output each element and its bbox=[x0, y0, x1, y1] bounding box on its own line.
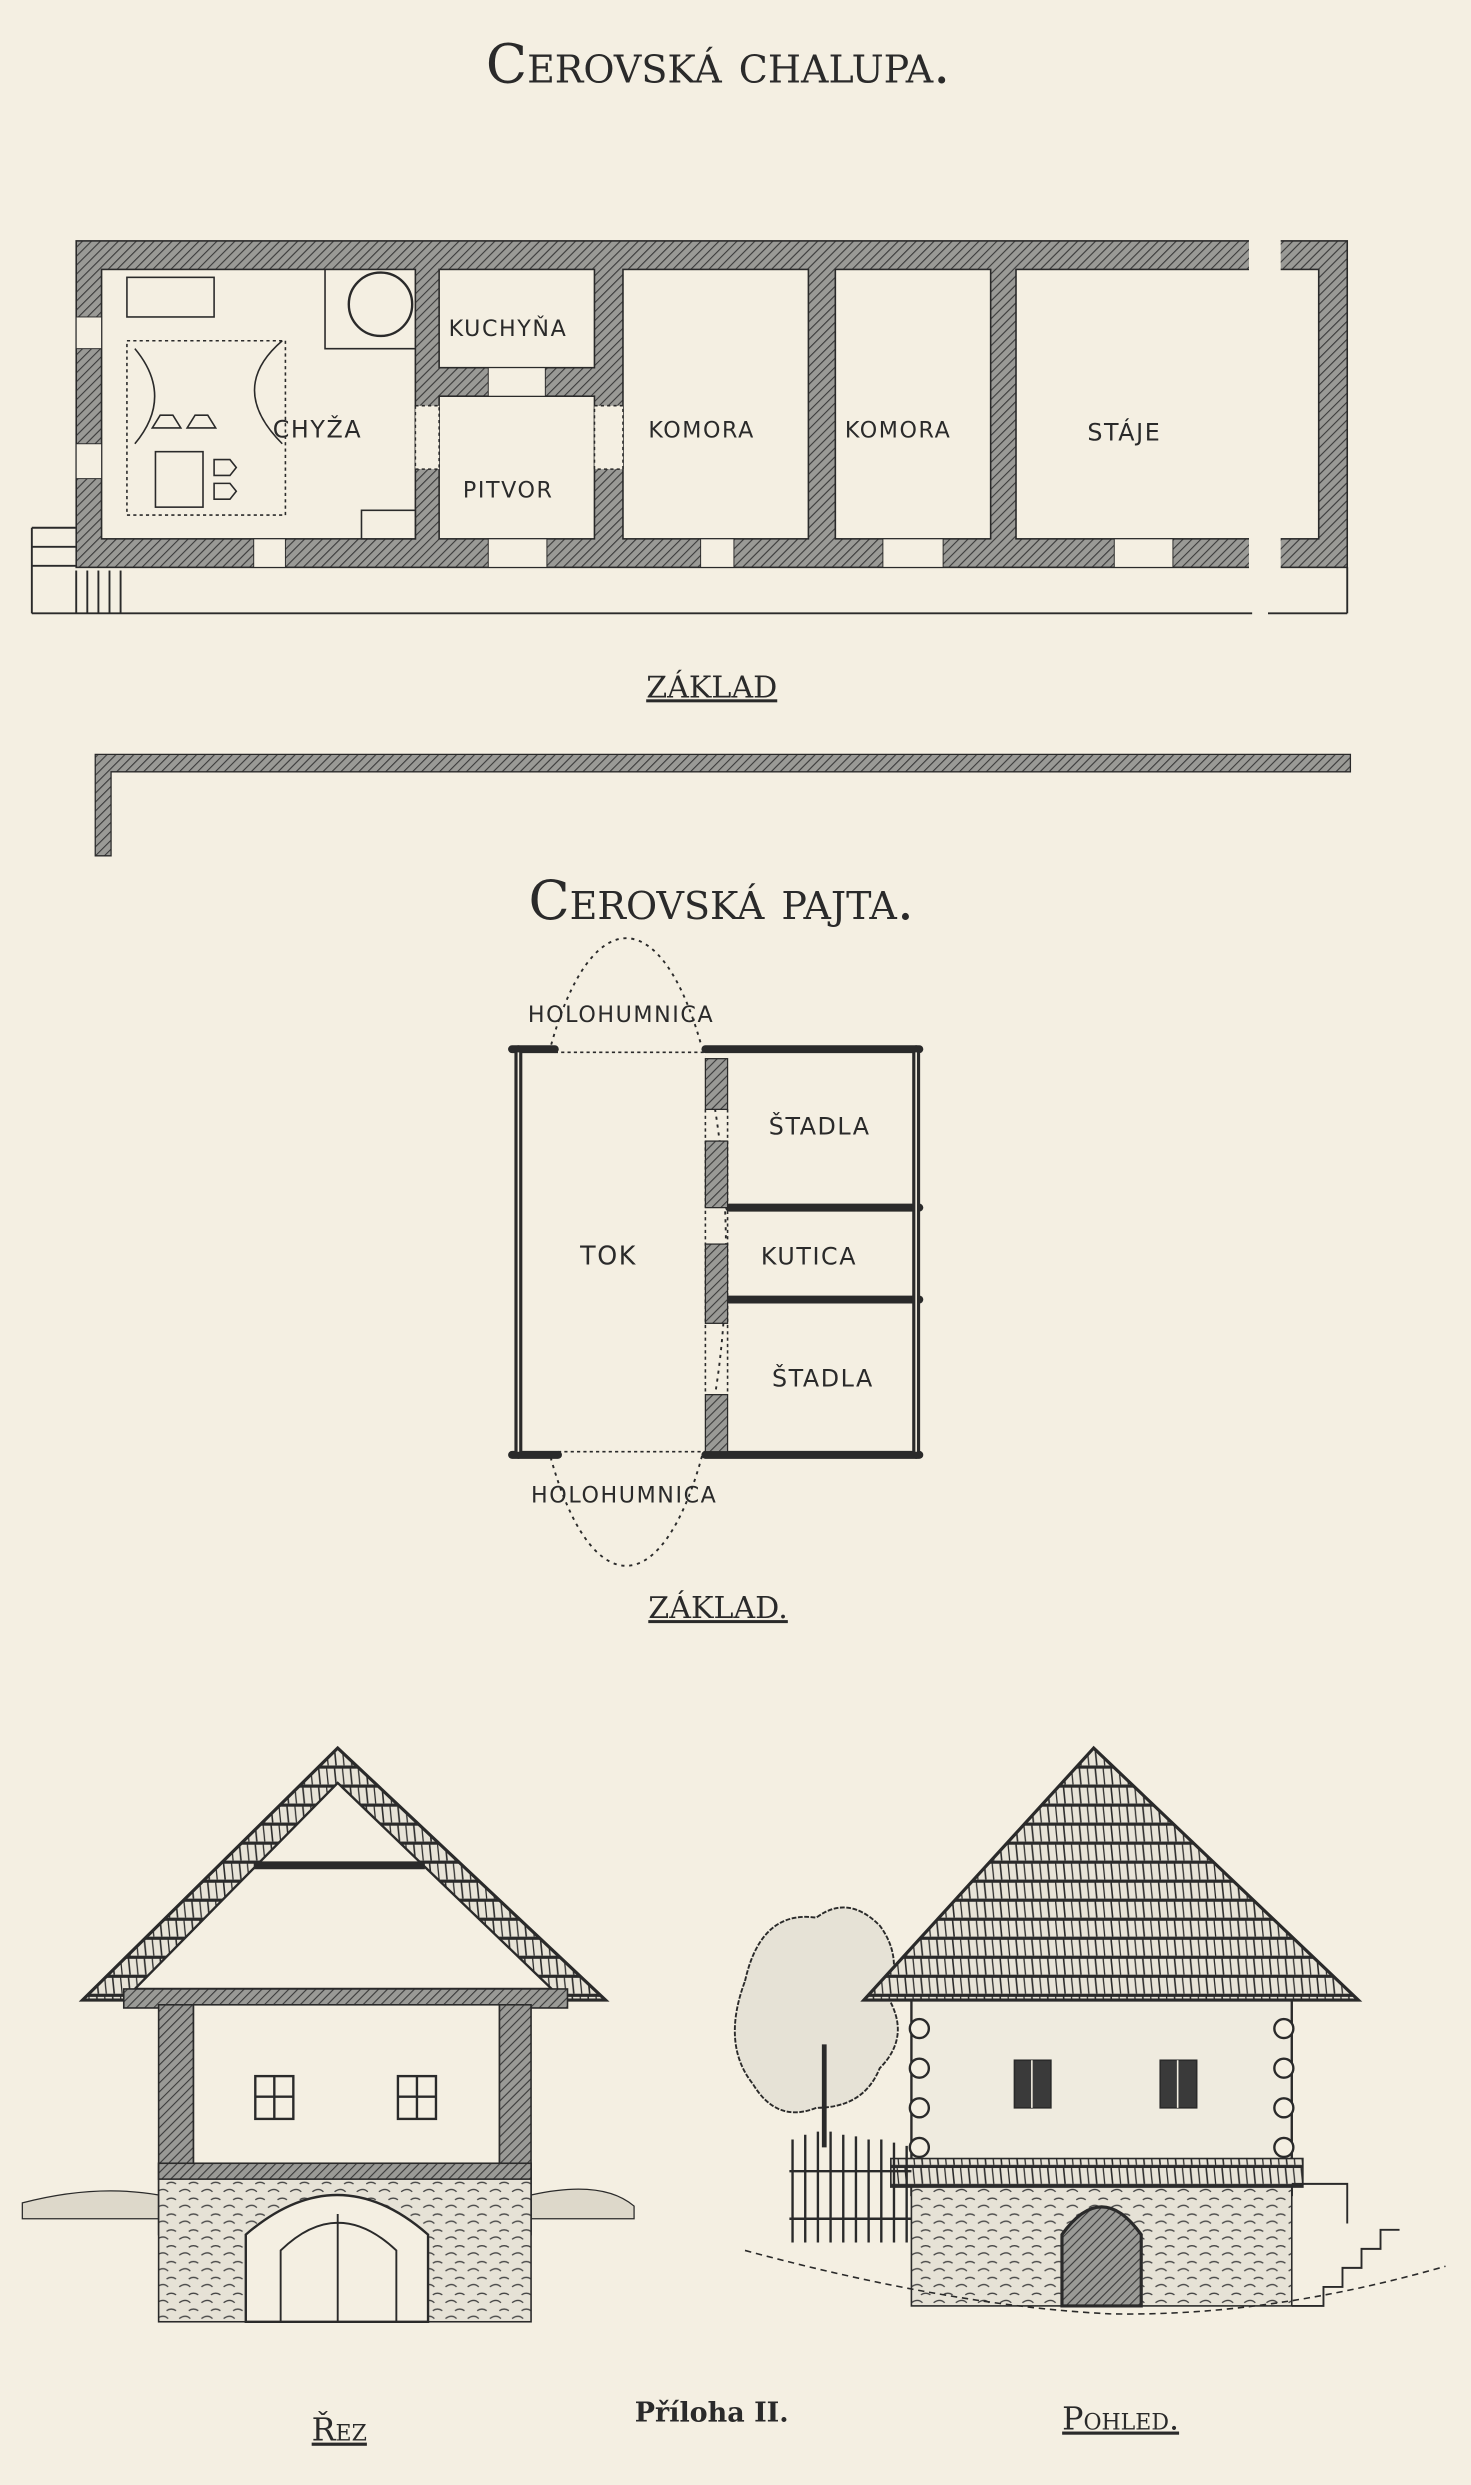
section-drawing bbox=[21, 1745, 635, 2323]
room-pitvor bbox=[438, 395, 596, 540]
chalupa-plan-label: ZÁKLAD bbox=[646, 669, 777, 705]
pillar bbox=[704, 1243, 729, 1324]
pillar bbox=[704, 1394, 729, 1453]
chalupa-title: Cerovská chalupa. bbox=[486, 32, 950, 95]
arched-door bbox=[1060, 2205, 1143, 2308]
room-staje bbox=[1015, 268, 1320, 540]
pajta-floor-plan: HOLOHUMNICA HOLOHUMNICA TOK ŠTADLA KUTIC… bbox=[508, 937, 924, 1567]
view-label: Pohled. bbox=[1062, 2402, 1179, 2438]
pajta-plan-label: ZÁKLAD. bbox=[648, 1590, 788, 1626]
label-kuchyna: KUCHYŇA bbox=[449, 314, 568, 342]
label-holohumnica-bottom: HOLOHUMNICA bbox=[531, 1482, 717, 1508]
section-label: Řez bbox=[312, 2411, 367, 2449]
fence bbox=[789, 2131, 912, 2243]
hearth bbox=[347, 271, 414, 338]
label-kutica: KUTICA bbox=[761, 1243, 857, 1271]
tree bbox=[733, 1906, 899, 2114]
chalupa-floor-plan: CHYŽA KUCHYŇA PITVOR KOMORA KOMORA STÁJE bbox=[30, 237, 1349, 615]
pajta-title: Cerovská pajta. bbox=[528, 869, 914, 932]
pillar bbox=[704, 1140, 729, 1209]
label-tok: TOK bbox=[579, 1241, 637, 1271]
label-chyza: CHYŽA bbox=[273, 415, 362, 443]
oven-furniture bbox=[126, 269, 417, 540]
room-komora-1 bbox=[622, 268, 810, 540]
room-komora-2 bbox=[834, 268, 992, 540]
steps bbox=[1291, 2182, 1400, 2307]
label-pitvor: PITVOR bbox=[463, 478, 554, 504]
view-drawing bbox=[733, 1745, 1446, 2315]
label-stadla-1: ŠTADLA bbox=[769, 1113, 871, 1141]
pillar bbox=[704, 1058, 729, 1111]
label-staje: STÁJE bbox=[1087, 419, 1161, 447]
window bbox=[1159, 2059, 1198, 2109]
porch bbox=[30, 526, 1349, 615]
label-komora-2: KOMORA bbox=[845, 417, 952, 443]
plate-label: Příloha II. bbox=[635, 2398, 789, 2429]
section-divider bbox=[94, 753, 1352, 857]
label-stadla-2: ŠTADLA bbox=[772, 1365, 874, 1393]
room-kuchyna bbox=[438, 268, 596, 369]
label-holohumnica-top: HOLOHUMNICA bbox=[528, 1002, 714, 1028]
label-komora-1: KOMORA bbox=[648, 417, 755, 443]
